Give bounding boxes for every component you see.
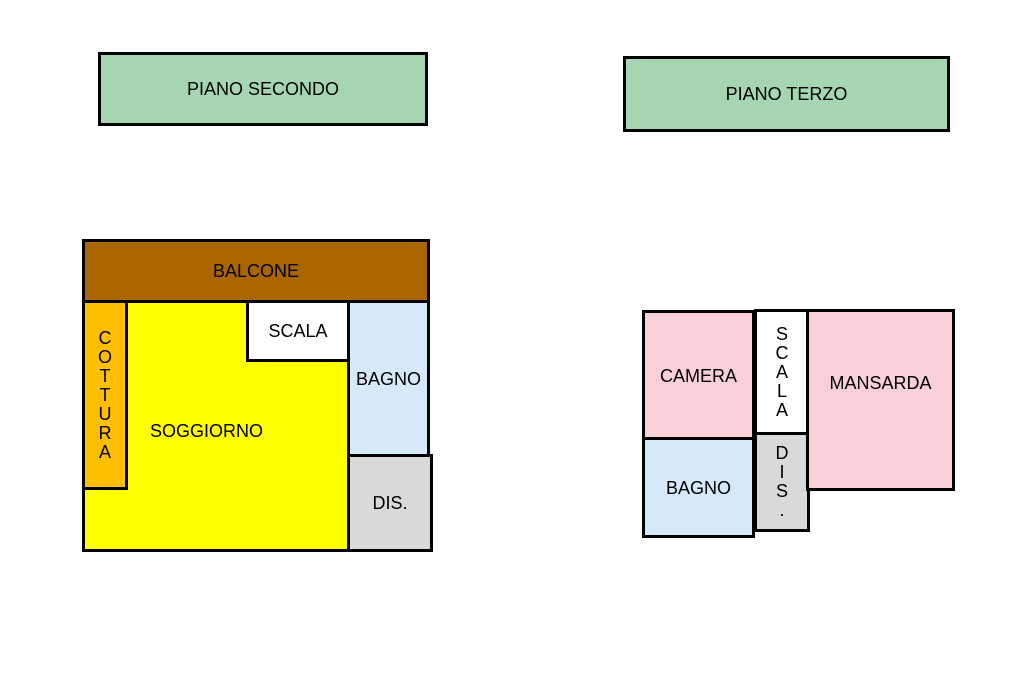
- room-soggiorno-label: SOGGIORNO: [150, 421, 264, 441]
- room-scala-terzo-letter-1: S: [775, 323, 788, 344]
- room-bagno-terzo: BAGNO: [642, 437, 755, 538]
- title-piano-secondo: PIANO SECONDO: [98, 52, 428, 126]
- room-dis-secondo: DIS.: [347, 454, 433, 552]
- room-cottura-letter-3: T: [99, 365, 111, 386]
- room-dis-terzo-label: D I S .: [776, 444, 789, 520]
- room-balcone: BALCONE: [82, 239, 430, 303]
- room-cottura-label: C O T T U R A: [97, 327, 112, 462]
- title-piano-terzo: PIANO TERZO: [623, 56, 950, 132]
- room-dis-secondo-label: DIS.: [372, 493, 408, 513]
- room-bagno-secondo: BAGNO: [347, 300, 430, 458]
- room-scala-terzo-letter-3: A: [775, 361, 788, 382]
- room-cottura-letter-5: U: [98, 403, 112, 424]
- room-dis-terzo: D I S .: [754, 432, 810, 532]
- room-cottura-letter-7: A: [98, 441, 111, 462]
- room-dis-terzo-letter-3: S: [775, 481, 788, 501]
- title-piano-terzo-text: PIANO TERZO: [725, 84, 848, 104]
- room-cottura-letter-2: O: [97, 346, 112, 367]
- room-cottura-letter-1: C: [98, 327, 112, 348]
- room-scala-secondo-label: SCALA: [268, 321, 328, 341]
- room-balcone-label: BALCONE: [212, 261, 300, 281]
- room-scala-terzo-letter-2: C: [775, 342, 789, 363]
- room-scala-secondo: SCALA: [246, 300, 350, 362]
- room-dis-terzo-letter-4: .: [779, 500, 785, 520]
- room-cottura: C O T T U R A: [82, 300, 128, 490]
- room-dis-terzo-letter-2: I: [779, 462, 785, 482]
- room-cottura-letter-4: T: [99, 384, 111, 405]
- room-cottura-letter-6: R: [98, 422, 112, 443]
- room-camera-label: CAMERA: [659, 365, 737, 386]
- title-piano-secondo-text: PIANO SECONDO: [186, 79, 340, 99]
- room-bagno-secondo-label: BAGNO: [355, 369, 421, 389]
- room-bagno-terzo-label: BAGNO: [665, 477, 731, 498]
- room-scala-terzo-letter-4: L: [776, 380, 787, 401]
- room-scala-terzo-label: S C A L A: [775, 323, 789, 420]
- room-scala-terzo-letter-5: A: [775, 399, 788, 420]
- room-camera: CAMERA: [642, 310, 755, 441]
- room-mansarda: MANSARDA: [806, 309, 955, 491]
- room-scala-terzo: S C A L A: [754, 309, 810, 435]
- room-mansarda-label: MANSARDA: [829, 373, 932, 393]
- room-dis-terzo-letter-1: D: [775, 443, 789, 463]
